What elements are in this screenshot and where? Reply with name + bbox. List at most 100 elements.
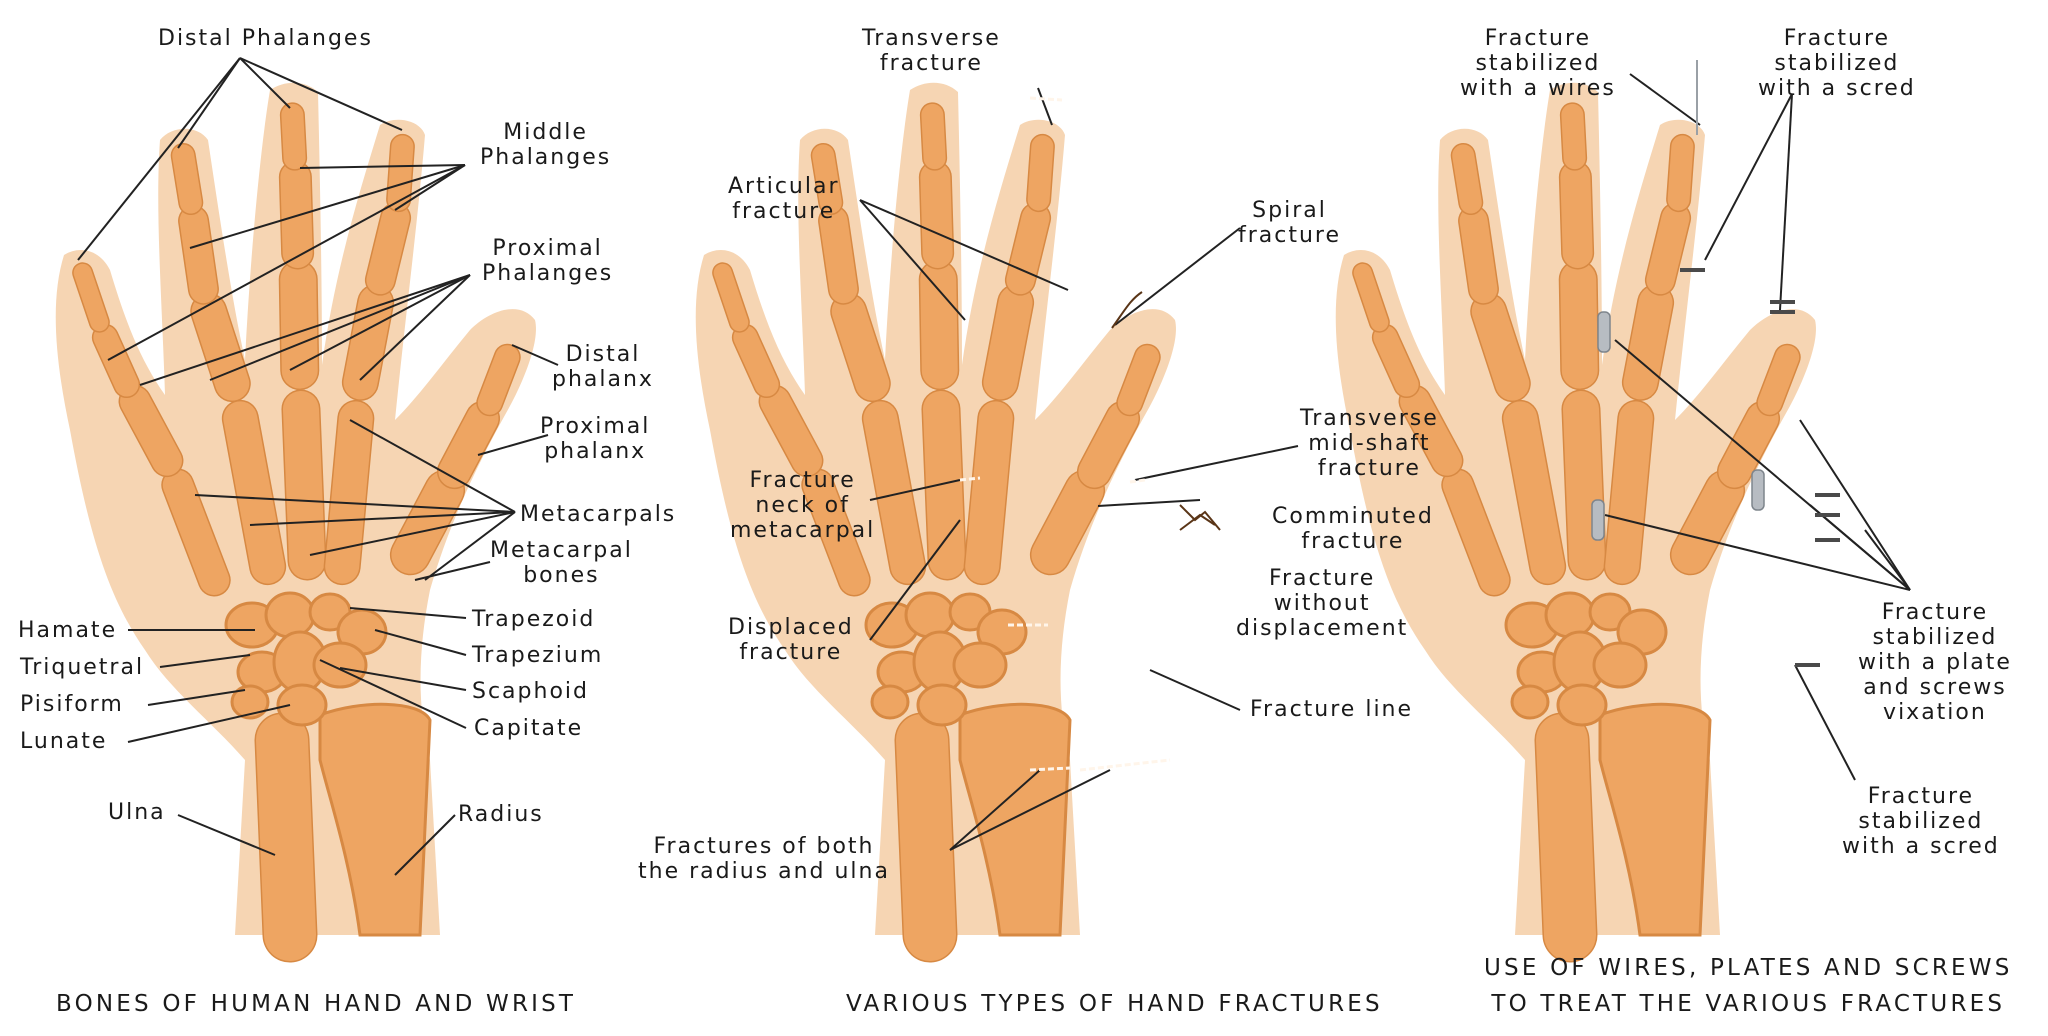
carpal-bone bbox=[952, 641, 1008, 689]
middle-bone bbox=[1560, 162, 1593, 268]
middle-bone bbox=[920, 261, 958, 389]
ring-bone bbox=[1471, 294, 1530, 401]
leader-line bbox=[1809, 504, 1911, 591]
hand-bones-anatomy bbox=[55, 82, 536, 963]
index-bone bbox=[1646, 203, 1690, 295]
leader-lines bbox=[77, 57, 1911, 876]
pinky-bone bbox=[93, 325, 139, 397]
label-fracture-stabilized-with-scred-bottom: Fracture stabilized with a scred bbox=[1842, 784, 2000, 859]
leader-line bbox=[189, 164, 466, 249]
label-middle-phalanges: Middle Phalanges bbox=[480, 120, 612, 170]
label-radius: Radius bbox=[458, 802, 544, 827]
leader-line bbox=[249, 511, 516, 526]
leader-line bbox=[194, 494, 516, 513]
leader-line bbox=[77, 57, 241, 261]
fracture-line bbox=[1029, 766, 1071, 772]
carpal-bone bbox=[1510, 684, 1550, 720]
label-triquetral: Triquetral bbox=[20, 655, 145, 680]
index-bone bbox=[343, 285, 393, 400]
label-fracture-without-displacement: Fracture without displacement bbox=[1236, 566, 1409, 641]
label-fracture-neck-of-metacarpal: Fracture neck of metacarpal bbox=[730, 468, 876, 543]
leader-line bbox=[177, 814, 276, 856]
carpal-bone bbox=[312, 641, 368, 689]
middle-bone bbox=[921, 103, 946, 170]
leader-line bbox=[859, 199, 1069, 291]
leader-line bbox=[1114, 227, 1241, 326]
pinky-bone bbox=[1400, 386, 1462, 476]
leader-line bbox=[147, 689, 246, 706]
middle-bone bbox=[280, 261, 318, 389]
index-bone bbox=[1667, 135, 1694, 211]
label-hamate: Hamate bbox=[18, 618, 118, 643]
ring-bone bbox=[1503, 401, 1565, 584]
leader-line bbox=[1629, 73, 1701, 126]
label-metacarpals: Metacarpals bbox=[520, 502, 677, 527]
ring-bone bbox=[1459, 206, 1498, 304]
middle-bone bbox=[1562, 391, 1606, 579]
ring-bone bbox=[819, 206, 858, 304]
thumb-bone bbox=[1031, 471, 1104, 574]
fracture-line bbox=[1029, 96, 1063, 102]
plate-mark bbox=[1751, 469, 1765, 511]
radius-bone bbox=[318, 702, 432, 937]
ring-bone bbox=[863, 401, 925, 584]
leader-line bbox=[309, 511, 516, 556]
ulna-bone bbox=[1536, 714, 1596, 961]
leader-line bbox=[159, 654, 251, 668]
leader-line bbox=[349, 419, 516, 513]
leader-line bbox=[177, 57, 241, 149]
index-bone bbox=[387, 135, 414, 211]
pinky-bone bbox=[760, 386, 822, 476]
leader-line bbox=[359, 274, 471, 381]
leader-line bbox=[949, 769, 1111, 851]
carpal-bone bbox=[1556, 683, 1608, 727]
carpal-bone bbox=[230, 684, 270, 720]
ulna-bone bbox=[896, 714, 956, 961]
label-transverse-fracture: Transverse fracture bbox=[862, 26, 1001, 76]
leader-line bbox=[1799, 419, 1911, 591]
leader-line bbox=[107, 164, 466, 361]
leader-line bbox=[869, 519, 961, 641]
leader-line bbox=[949, 769, 1041, 851]
label-trapezium: Trapezium bbox=[472, 643, 604, 668]
index-bone bbox=[1623, 285, 1673, 400]
ring-bone bbox=[223, 401, 285, 584]
carpal-bone bbox=[904, 591, 956, 639]
carpal-bone bbox=[1544, 591, 1596, 639]
leader-line bbox=[127, 704, 291, 743]
label-displaced-fracture: Displaced fracture bbox=[728, 615, 854, 665]
carpal-bone bbox=[276, 683, 328, 727]
index-bone bbox=[965, 401, 1013, 584]
label-comminuted-fracture: Comminuted fracture bbox=[1272, 504, 1434, 554]
leader-line bbox=[1604, 514, 1911, 591]
leader-line bbox=[239, 57, 403, 131]
index-bone bbox=[1027, 135, 1054, 211]
leader-line bbox=[511, 344, 559, 366]
fracture-line bbox=[959, 476, 981, 482]
label-distal-phalanges: Distal Phalanges bbox=[158, 26, 373, 51]
plate-mark bbox=[1597, 311, 1611, 353]
leader-line bbox=[209, 274, 471, 381]
pinky-bone bbox=[120, 386, 182, 476]
pinky-bone bbox=[713, 263, 749, 332]
middle-bone bbox=[282, 391, 326, 579]
leader-line bbox=[869, 479, 961, 501]
label-scaphoid: Scaphoid bbox=[472, 679, 589, 704]
label-transverse-mid-shaft-fracture: Transverse mid-shaft fracture bbox=[1300, 406, 1439, 481]
leader-line bbox=[1134, 445, 1299, 481]
label-fracture-stabilized-with-plate-and-screws: Fracture stabilized with a plate and scr… bbox=[1858, 600, 2012, 725]
pinky-bone bbox=[733, 325, 779, 397]
middle-bone bbox=[1560, 261, 1598, 389]
pinky-bone bbox=[1442, 470, 1510, 595]
index-bone bbox=[325, 401, 373, 584]
carpal-bone bbox=[916, 683, 968, 727]
carpal-bone bbox=[1592, 641, 1648, 689]
leader-line bbox=[289, 274, 471, 371]
pinky-bone bbox=[162, 470, 230, 595]
middle-bone bbox=[281, 103, 306, 170]
thumb-bone bbox=[1117, 345, 1160, 415]
caption-wires-plates-screws: USE OF WIRES, PLATES AND SCREWS TO TREAT… bbox=[1484, 955, 2013, 1017]
spiral-fracture-mark bbox=[1111, 291, 1143, 329]
thumb-bone bbox=[477, 345, 520, 415]
thumb-bone bbox=[438, 402, 499, 488]
